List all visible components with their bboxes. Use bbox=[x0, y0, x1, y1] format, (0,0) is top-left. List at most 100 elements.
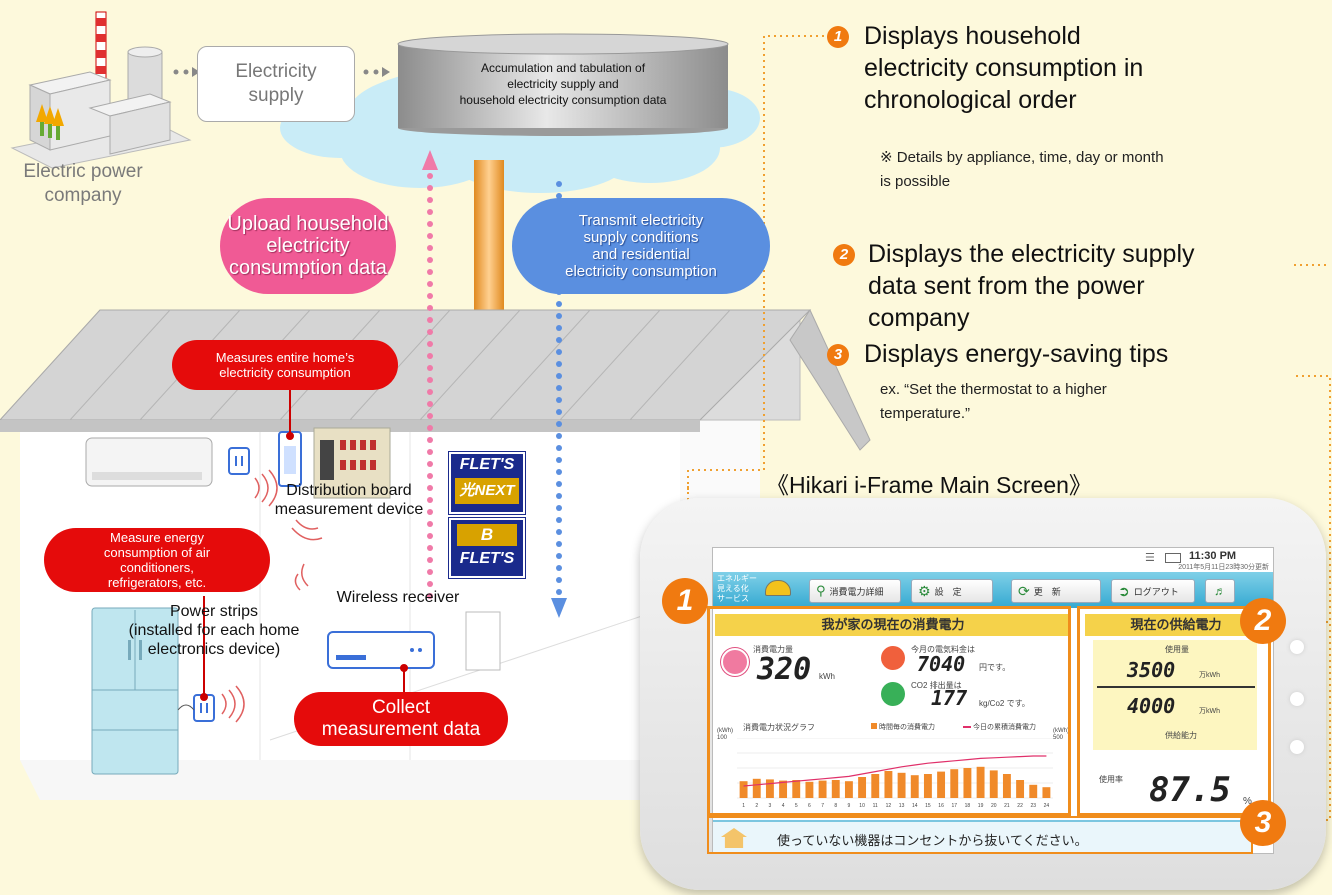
dot bbox=[427, 317, 433, 323]
dot bbox=[427, 365, 433, 371]
power-plant-icon bbox=[10, 11, 192, 169]
dot bbox=[427, 329, 433, 335]
consumption-detail-label: 消費電力詳細 bbox=[829, 586, 884, 597]
feature-3-note: ex. “Set the thermostat to a higher temp… bbox=[880, 381, 1107, 422]
highlight-frame-consumption bbox=[707, 606, 1071, 816]
flets-next-logo-subtext: 光NEXT bbox=[455, 478, 519, 504]
dot bbox=[556, 433, 562, 439]
chart-tick-label: 21 bbox=[1004, 803, 1010, 808]
wifi-icon: ☰ bbox=[1145, 552, 1155, 564]
screen-caption: 《Hikari i-Frame Main Screen》 bbox=[766, 472, 1092, 498]
dot bbox=[556, 349, 562, 355]
device-button[interactable] bbox=[1290, 640, 1304, 654]
tip-bar: 使っていない機器はコンセントから抜いてください。 bbox=[713, 820, 1253, 854]
chart-tick-label: 14 bbox=[912, 803, 918, 808]
dot bbox=[427, 461, 433, 467]
lamp-icon bbox=[765, 580, 791, 596]
refresh-label: 更 新 bbox=[1033, 586, 1061, 597]
transmit-arrow-head bbox=[551, 598, 567, 618]
logout-icon: ➲ bbox=[1118, 582, 1130, 599]
chart-bar bbox=[1029, 784, 1038, 798]
dot bbox=[427, 401, 433, 407]
chart-bar bbox=[1016, 780, 1025, 798]
dot bbox=[427, 173, 433, 179]
chart-bar bbox=[818, 780, 827, 798]
dot bbox=[556, 529, 562, 535]
feature-2-badge: 2 bbox=[833, 244, 855, 266]
dot bbox=[556, 373, 562, 379]
dot bbox=[556, 493, 562, 499]
rate-unit: % bbox=[1243, 796, 1252, 807]
dot bbox=[556, 301, 562, 307]
device-button[interactable] bbox=[1290, 692, 1304, 706]
bill-value: 7040 bbox=[917, 652, 966, 676]
chart-tick-label: 23 bbox=[1030, 803, 1036, 808]
chart-bar bbox=[792, 780, 801, 798]
settings-button[interactable]: ⚙設 定 bbox=[911, 579, 993, 603]
volume-button[interactable]: ♬ bbox=[1205, 579, 1235, 603]
refrigerator-icon bbox=[91, 607, 195, 775]
dot bbox=[427, 233, 433, 239]
air-conditioner-icon bbox=[85, 437, 213, 487]
bulb-icon bbox=[721, 648, 749, 676]
chart-tick-label: 5 bbox=[795, 803, 798, 808]
consumption-detail-button[interactable]: ⚲消費電力詳細 bbox=[809, 579, 901, 603]
dot bbox=[427, 305, 433, 311]
dot bbox=[427, 533, 433, 539]
chart-tick-label: 18 bbox=[965, 803, 971, 808]
refresh-icon: ⟳ bbox=[1018, 582, 1030, 599]
badge-2: 2 bbox=[1240, 598, 1286, 644]
device-button[interactable] bbox=[1290, 740, 1304, 754]
dot bbox=[427, 257, 433, 263]
feature-3-badge: 3 bbox=[827, 344, 849, 366]
chart-bar bbox=[858, 777, 867, 798]
logout-button[interactable]: ➲ログアウト bbox=[1111, 579, 1195, 603]
chart-tick-label: 8 bbox=[834, 803, 837, 808]
usage-unit: kWh bbox=[819, 672, 835, 681]
chart-tick-label: 9 bbox=[848, 803, 851, 808]
dot bbox=[427, 437, 433, 443]
database-cylinder bbox=[397, 33, 729, 136]
service-brand: エネルギー 見える化 サービス bbox=[717, 574, 757, 603]
calculator-icon bbox=[881, 646, 905, 670]
dot bbox=[427, 269, 433, 275]
used-label: 使用量 bbox=[1165, 645, 1189, 654]
chart-tick-label: 2 bbox=[755, 803, 758, 808]
chart-bar bbox=[1002, 774, 1011, 798]
legend-line: 今日の累積消費電力 bbox=[963, 722, 1036, 732]
dot bbox=[556, 517, 562, 523]
settings-label: 設 定 bbox=[934, 586, 962, 597]
supply-flow-arrows bbox=[173, 67, 390, 77]
feature-1-badge: 1 bbox=[827, 26, 849, 48]
feature-1-title: Displays household electricity consumpti… bbox=[864, 20, 1304, 116]
dot bbox=[556, 325, 562, 331]
dot bbox=[427, 569, 433, 575]
update-date: 2011年5月11日23時30分更新 bbox=[1178, 564, 1269, 571]
dot bbox=[556, 553, 562, 559]
dot bbox=[556, 469, 562, 475]
bill-label: 今月の電気料金は bbox=[911, 645, 975, 654]
upload-dotted-arrow bbox=[427, 173, 433, 599]
toolbar: エネルギー 見える化 サービス ⚲消費電力詳細 ⚙設 定 ⟳更 新 ➲ログアウト… bbox=[713, 572, 1273, 608]
dot bbox=[427, 581, 433, 587]
outlet-icon bbox=[193, 447, 250, 722]
chart-tick-label: 20 bbox=[991, 803, 997, 808]
dot bbox=[427, 197, 433, 203]
dot bbox=[427, 545, 433, 551]
refresh-button[interactable]: ⟳更 新 bbox=[1011, 579, 1101, 603]
gear-icon: ⚙ bbox=[918, 582, 931, 599]
co2-label: CO2 排出量は bbox=[911, 681, 962, 690]
flets-b-logo: B FLET'S bbox=[449, 518, 525, 578]
dot bbox=[427, 425, 433, 431]
chart-tick-label: 10 bbox=[859, 803, 865, 808]
logout-label: ログアウト bbox=[1133, 586, 1179, 597]
chart-bar bbox=[844, 781, 853, 798]
dot bbox=[427, 593, 433, 599]
rate-value: 87.5 bbox=[1149, 770, 1231, 810]
capacity-value: 4000 bbox=[1127, 694, 1176, 718]
device-screen: ☰ 11:30 PM 2011年5月11日23時30分更新 エネルギー 見える化… bbox=[712, 547, 1274, 854]
electricity-supply-box: Electricity supply bbox=[197, 46, 355, 122]
feature-1-note: ※ Details by appliance, time, day or mon… bbox=[880, 149, 1164, 190]
distribution-board-icon bbox=[278, 427, 391, 499]
